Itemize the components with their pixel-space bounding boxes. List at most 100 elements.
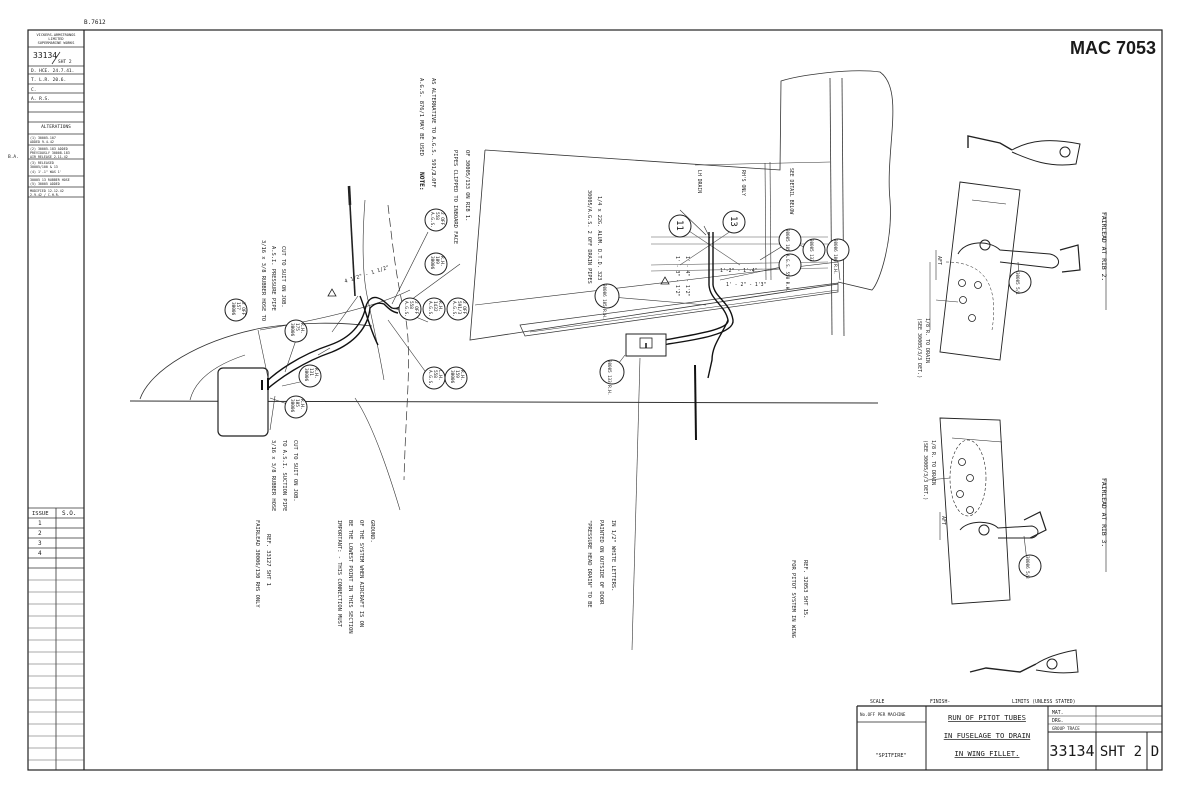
fairlead-note-2: REF. 33127 SHT 1 <box>265 534 271 586</box>
drawing-title-2: IN FUSELAGE TO DRAIN <box>944 731 1031 740</box>
left-revision-strip: VICKERS-ARMSTRONGS LIMITED SUPERMARINE W… <box>8 33 84 770</box>
svg-text:30005 105 R.H.: 30005 105 R.H. <box>785 229 790 264</box>
svg-text:A.G.S.: A.G.S. <box>427 370 433 386</box>
wing-pitot-pipe-run <box>649 232 734 441</box>
svg-text:131: 131 <box>308 368 314 376</box>
pitot-system-note-2: REF. 32053 SHT 15. <box>802 560 808 618</box>
strip-approval-1: D. HCE. 24.7.41. <box>31 68 74 74</box>
drawing-title-1: RUN OF PITOT TUBES <box>948 713 1026 722</box>
strip-header-2: LIMITED <box>48 37 63 41</box>
wing-fillet-outline <box>469 70 894 341</box>
rib3-fwd: AFT <box>940 516 946 525</box>
pitot-pipe-run-fuselage <box>261 295 406 391</box>
wing-callout-13: 13 <box>722 210 746 234</box>
angle-label: 4 1/2" - 1 1/2" <box>344 265 390 285</box>
svg-text:175: 175 <box>294 323 300 331</box>
strip-issue-1: 1 <box>38 520 42 527</box>
strip-alteration-6: (3) RELEASED <box>30 161 54 165</box>
wing-callout-a: 30006 105 R.H. <box>594 283 620 319</box>
callout-c2: 30006 175 R.H. <box>284 319 308 343</box>
strip-drawing-no: 33134 <box>33 51 57 60</box>
drawing-issue: D <box>1151 744 1159 760</box>
wing-callout-c: 30005 105 R.H. <box>778 228 802 264</box>
callout-c6: 30006 109 R.H. <box>424 252 448 276</box>
svg-text:13: 13 <box>728 216 738 227</box>
note-line-1: A.G.S. 876/1 MAY BE USED <box>418 78 424 156</box>
callout-c4: 30006 105 R.H. <box>284 395 308 419</box>
svg-text:558: 558 <box>434 212 440 220</box>
strip-issue-2: 2 <box>38 530 42 537</box>
rib2-dim-note-b: (SEE 30005/3/3 DET.) <box>916 318 922 378</box>
strip-alterations-title: ALTERATIONS <box>41 124 71 130</box>
static-hose-note-1: 3/16 x 3/8 RUBBER HOSE <box>270 440 276 511</box>
strip-alteration-4: PREVIOUSLY 30008.183 <box>30 151 70 155</box>
drawing-title-3: IN WING FILLET. <box>955 749 1020 758</box>
svg-text:2 OFF: 2 OFF <box>461 301 467 315</box>
rib2-dim-note: 1/8 R. TO DRAIN <box>924 318 930 363</box>
wing-callout-d: A.G.S. 558 R.H. <box>778 253 802 292</box>
wing-leader-lines <box>599 209 813 651</box>
strip-alteration-9: 30005 13 RUBBER HOSE <box>30 178 70 182</box>
fairlead-rib3-detail <box>939 417 1079 674</box>
callout-c9: A.G.S. 591/3 2 OFF <box>446 297 470 321</box>
pitot-system-note-1: FOR PITOT SYSTEM IN WING <box>790 560 796 638</box>
rib-ref-note: SEE DETAIL BELOW <box>788 168 794 214</box>
finish-label: FINISH- <box>930 699 950 705</box>
corner-mark: B.7612 <box>84 19 106 26</box>
aircraft-name: "SPITFIRE" <box>875 753 906 759</box>
important-note-3: OF THE SYSTEM WHEN AIRCRAFT IS ON <box>358 520 364 627</box>
note-line-3: PIPES CLIPPED TO INBOARD FACE <box>452 150 458 244</box>
svg-text:30006: 30006 <box>230 302 236 316</box>
svg-text:30006: 30006 <box>289 323 295 337</box>
svg-text:2 OFF: 2 OFF <box>240 302 246 316</box>
strip-alteration-10: (5) 30005 ADDED <box>30 182 60 186</box>
strip-so-label: S.O. <box>62 510 76 517</box>
strip-sheet: SHT 2 <box>58 59 72 65</box>
rubber-hose-note-3: CUT TO SUIT ON JOB. <box>280 246 286 308</box>
group-label: GROUP TRACE <box>1052 726 1080 731</box>
strip-approval-4: A. R.S. <box>31 96 50 102</box>
rubber-hose-note-1: 3/16 x 3/8 RUBBER HOSE TO <box>260 240 266 321</box>
fuselage-frame <box>347 185 356 297</box>
note-heading: NOTE: <box>418 172 425 191</box>
callout-c11: 30006 159 R.H. <box>444 366 468 390</box>
wing-dim-4: 1' - 4" - 1'2" <box>684 256 690 297</box>
drg-label: DRG. <box>1052 718 1064 724</box>
strip-issue-label: ISSUE <box>32 511 49 517</box>
important-note-4: GROUND. <box>369 520 375 543</box>
rubber-hose-note-2: A.S.I. PRESSURE PIPE <box>270 246 276 311</box>
strip-alteration-8: (4) 1'-1" WAS 1' <box>30 170 62 174</box>
pressure-drain-note-1: "PRESSURE HEAD DRAIN" TO BE <box>586 520 592 608</box>
rib2-fwd: AFT <box>936 256 942 265</box>
strip-alteration-1: (1) 30005.107 <box>30 136 56 140</box>
wing-dim-1: 1'-2" - 1'-4" <box>720 268 758 274</box>
svg-text:R.H.: R.H. <box>299 323 305 334</box>
wing-dim-2: 1' - 2" - 1'3" <box>726 282 767 288</box>
rib-rh-note: RH'S ONLY <box>740 170 746 196</box>
fairlead-callout-a: 30005 5/1 <box>1008 270 1032 295</box>
strip-alteration-12: 2.9.42 / C.H.R. <box>30 193 60 197</box>
svg-text:A.G.S.: A.G.S. <box>451 301 457 317</box>
svg-text:558: 558 <box>408 301 414 309</box>
callout-c1: 30006 157 2 OFF <box>224 298 248 322</box>
wing-callout-11: 11 <box>668 214 692 238</box>
svg-text:30006 106 R.H.: 30006 106 R.H. <box>833 239 838 274</box>
drain-pipes-note-2: 1/4 x 22G. ALUM. D.T.D. 323 <box>596 196 602 280</box>
svg-text:L.H.: L.H. <box>437 370 443 381</box>
strip-side-mark: B.A. <box>8 154 19 160</box>
drawing-number: 33134 <box>1049 742 1094 760</box>
svg-text:2 OFF: 2 OFF <box>413 301 419 315</box>
machine-label: No.OFF PER MACHINE <box>860 712 906 717</box>
limits-label: LIMITS (UNLESS STATED) <box>1012 699 1076 705</box>
wing-dim-3: 1' - 3" - 1'2" <box>674 256 680 297</box>
drawing-sheet: SHT 2 <box>1100 744 1142 760</box>
svg-text:30005 5/1: 30005 5/1 <box>1015 272 1020 295</box>
sheet-border <box>27 29 1163 771</box>
svg-text:30005 133 R.H.: 30005 133 R.H. <box>607 360 612 395</box>
wing-callout-b: 30005 133 R.H. <box>599 359 625 395</box>
callout-c7: A.G.S. 558 2 OFF <box>398 297 422 321</box>
svg-text:A.G.S.: A.G.S. <box>427 301 433 317</box>
svg-text:R.H.: R.H. <box>313 368 319 379</box>
scale-label: SCALE <box>870 699 885 705</box>
